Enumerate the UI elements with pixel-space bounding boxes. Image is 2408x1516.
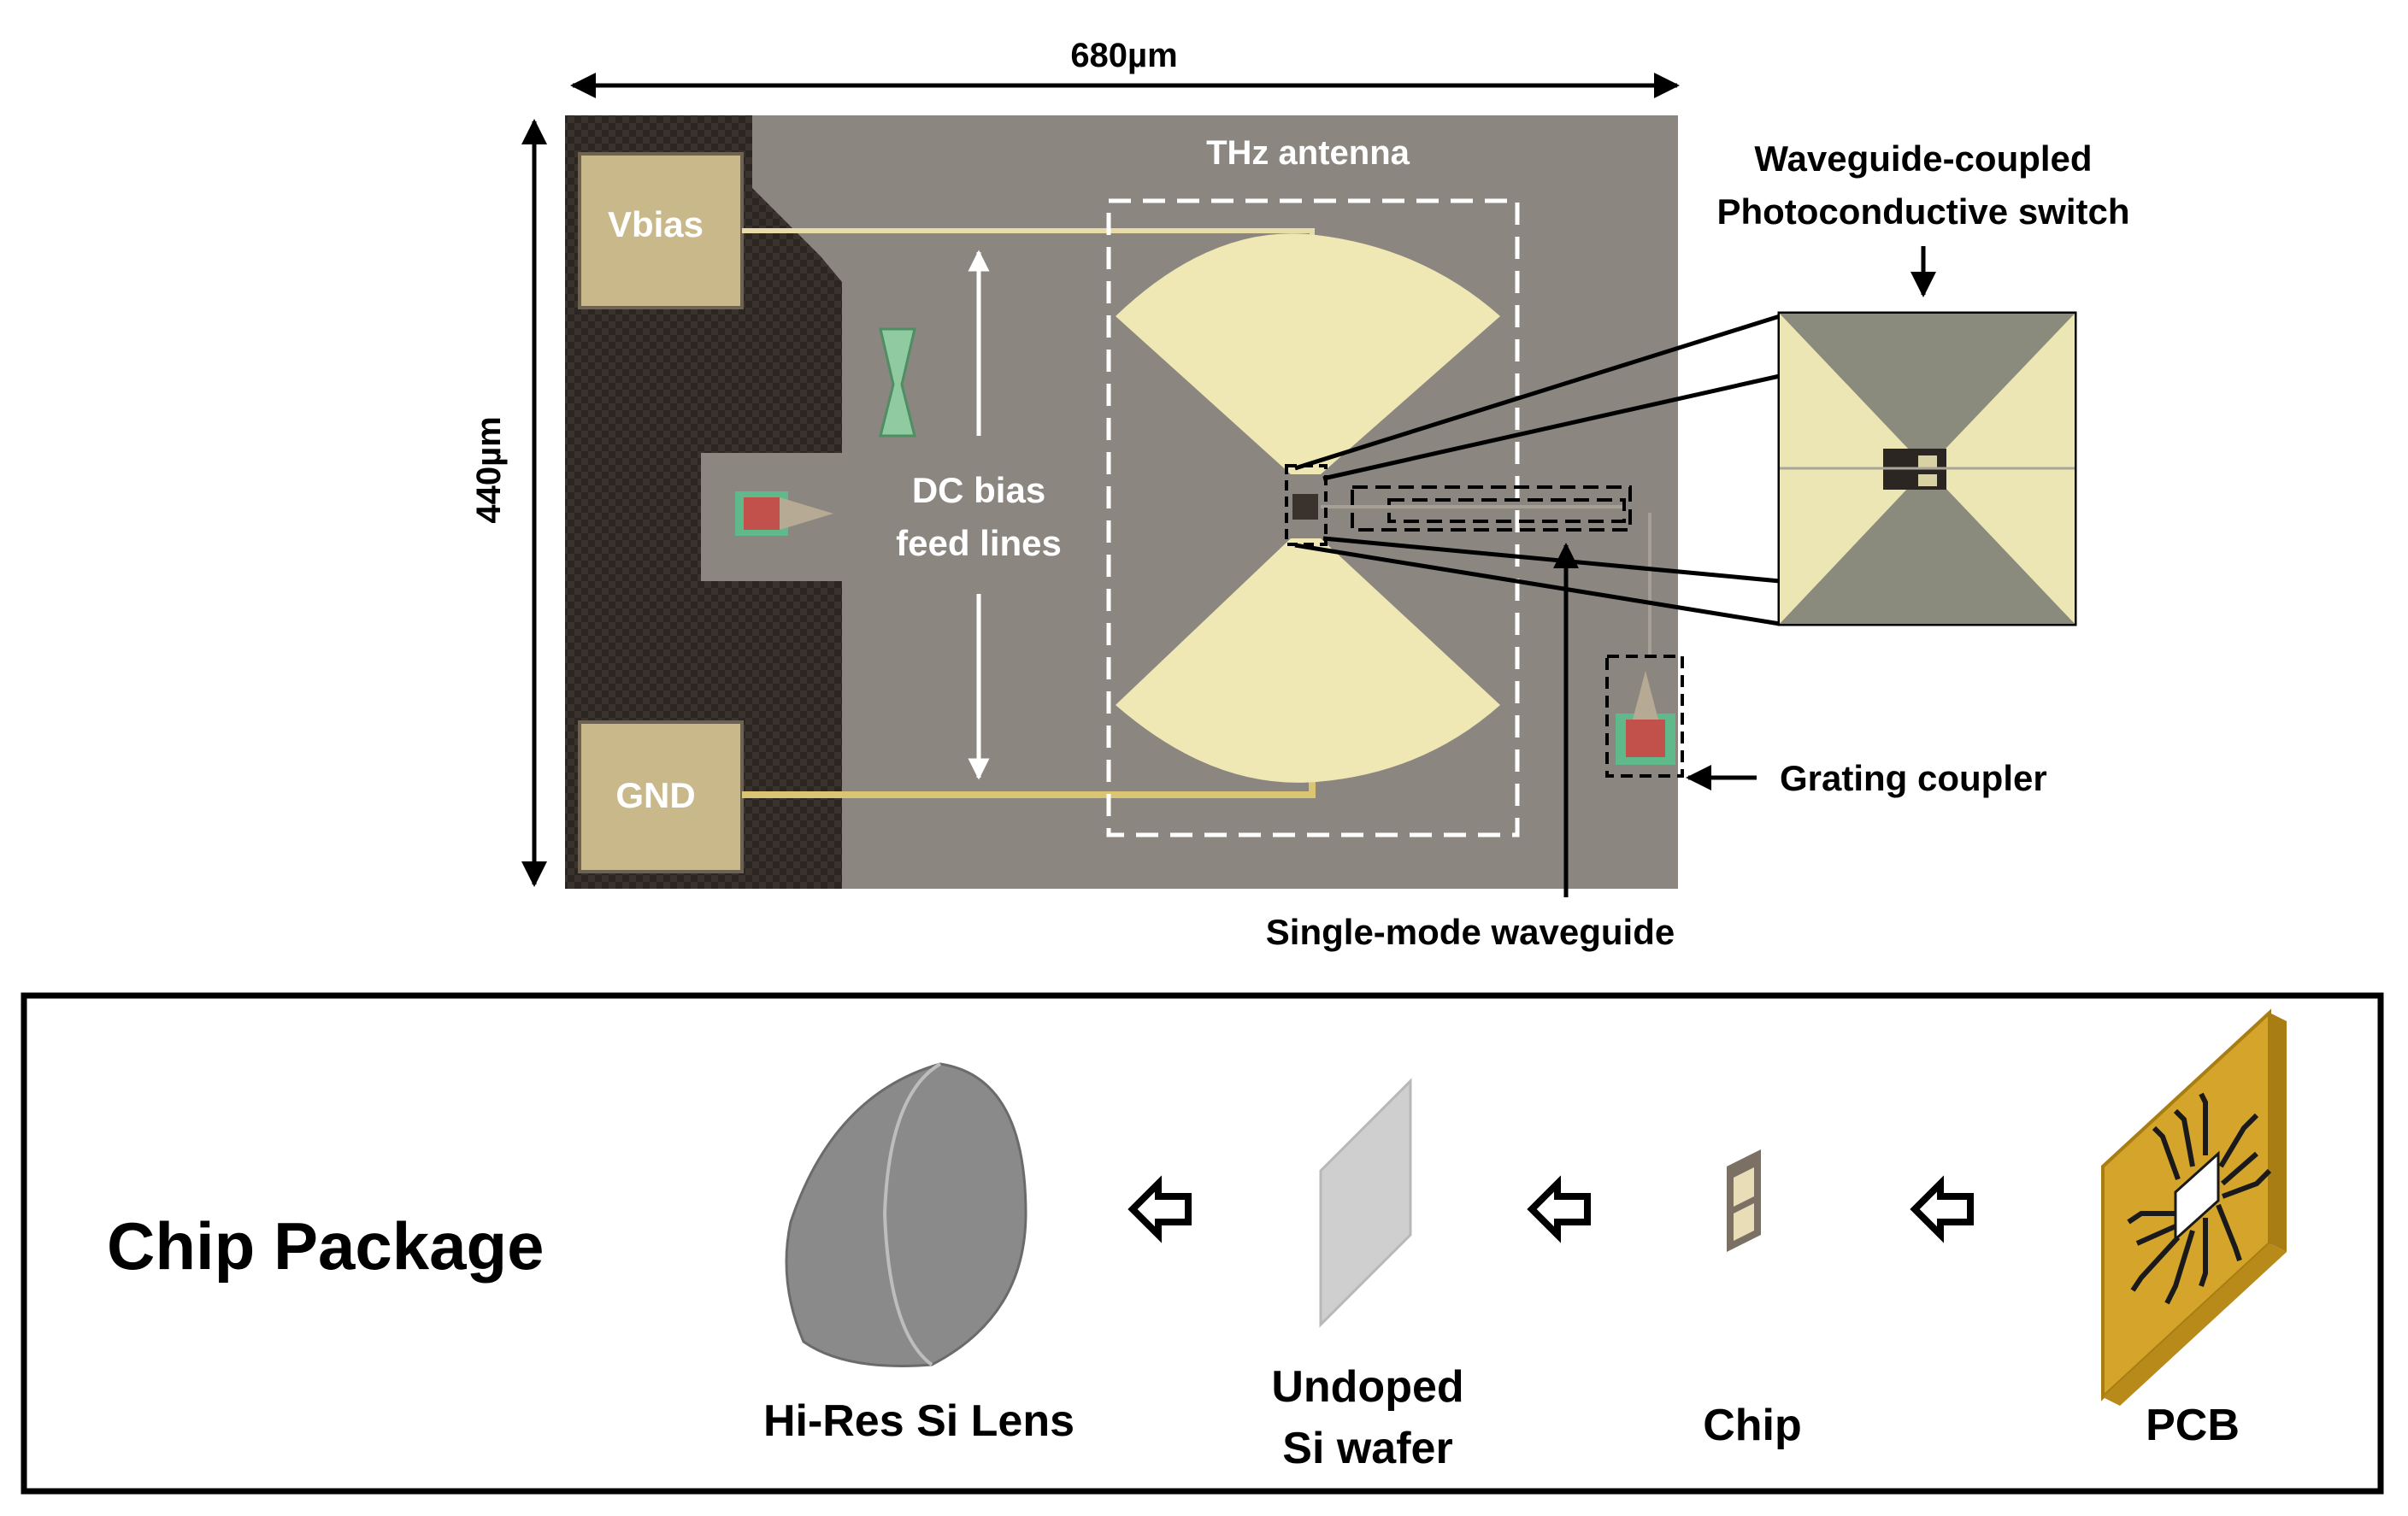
pcb-label: PCB — [2146, 1401, 2240, 1450]
package-border — [21, 992, 2384, 1495]
chip-icon — [1727, 1149, 1761, 1252]
dc-bias-label-line1: DC bias — [912, 470, 1045, 510]
antenna-lower-lobe — [1116, 538, 1500, 783]
antenna-upper-lobe — [1116, 233, 1500, 474]
bias-tee-structure — [879, 327, 916, 438]
zoom-line-top-2 — [1322, 373, 1781, 481]
switch-gap — [1292, 494, 1318, 520]
grating-coupler-device — [1616, 513, 1675, 765]
gnd-feed-line — [742, 782, 1316, 798]
antenna-label: THz antenna — [1206, 134, 1410, 172]
package-title: Chip Package — [107, 1208, 545, 1284]
lens-icon — [785, 1062, 1027, 1367]
width-label: 680µm — [1070, 37, 1177, 74]
chip-micrograph: 680µm 440µm Vbias GND THz antenna DC bia… — [470, 37, 2130, 952]
lens-label: Hi-Res Si Lens — [763, 1396, 1074, 1446]
switch-inset — [1777, 311, 2077, 626]
waveguide-dashed-box — [1351, 485, 1632, 532]
wafer-icon — [1319, 1078, 1412, 1328]
antenna-dashed-box — [1106, 198, 1520, 837]
left-grating-device — [735, 491, 833, 536]
dc-bias-label-line2: feed lines — [896, 523, 1062, 563]
pcb-icon — [2101, 1008, 2287, 1406]
wafer-label-line2: Si wafer — [1282, 1424, 1452, 1473]
vbias-label: Vbias — [608, 204, 704, 244]
grating-label: Grating coupler — [1780, 758, 2047, 798]
package-arrow-3 — [1910, 1175, 1974, 1243]
inset-title-line2: Photoconductive switch — [1716, 191, 2129, 232]
vbias-pad — [578, 152, 744, 309]
chip-label: Chip — [1703, 1401, 1802, 1450]
inset-title-line1: Waveguide-coupled — [1754, 138, 2092, 179]
height-label: 440µm — [470, 416, 508, 523]
waveguide-dashed-box-inner — [1387, 498, 1626, 523]
zoom-line-top — [1294, 314, 1781, 471]
wafer-label-line1: Undoped — [1271, 1362, 1463, 1412]
package-arrow-1 — [1127, 1175, 1192, 1243]
waveguide-label: Single-mode waveguide — [1266, 912, 1675, 952]
gnd-label: GND — [615, 775, 695, 815]
package-panel: Chip Package Hi-Res Si Lens Undoped Si w… — [21, 992, 2384, 1495]
zoom-line-bottom-2 — [1322, 536, 1781, 584]
package-arrow-2 — [1527, 1175, 1591, 1243]
gnd-pad — [578, 720, 744, 873]
zoom-line-bottom — [1294, 543, 1781, 626]
grating-dashed-box — [1605, 655, 1684, 778]
